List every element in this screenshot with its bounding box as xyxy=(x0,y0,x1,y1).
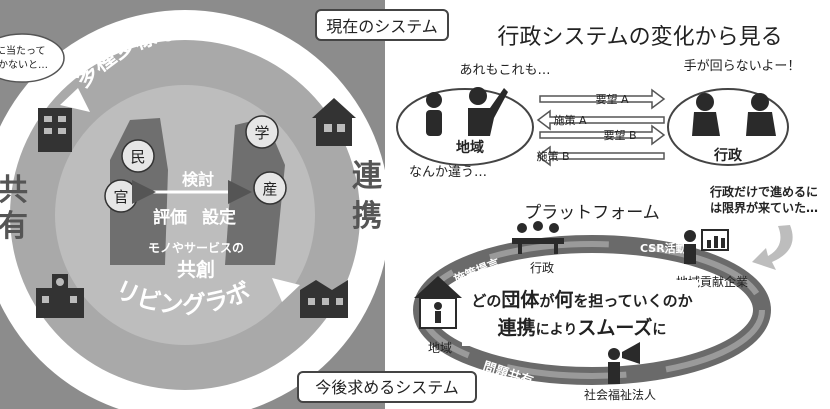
welfare-label: 社会福祉法人 xyxy=(584,387,656,402)
center-kyoso: 共創 xyxy=(177,258,215,281)
presenter-icon xyxy=(684,229,729,264)
center-line-2: 連携によりスムーズに xyxy=(498,316,667,339)
limit-note-1: 行政だけで進めるに xyxy=(709,184,818,199)
flow-arrows xyxy=(536,88,666,167)
factory-icon xyxy=(300,280,348,318)
side-label-renkei-1: 連 xyxy=(352,159,383,194)
future-system-panel: プラットフォーム 行政 CSR活動 施策提言 地域貢献企業 どの団体が何を担って… xyxy=(297,203,771,403)
quote-left: あれもこれも… xyxy=(459,63,550,78)
center-kento: 検討 xyxy=(182,170,214,189)
living-lab-panel: 多種多様な機関に付加 リビングラボ 連 携 共 有 に当たって かないと… xyxy=(0,0,390,409)
role-kan: 官 xyxy=(113,188,128,206)
platform-region-label: 地域 xyxy=(428,341,452,355)
house-icon xyxy=(312,98,356,146)
future-system-label: 今後求めるシステム xyxy=(315,378,459,397)
center-settei: 設定 xyxy=(202,207,236,228)
residents-icon xyxy=(426,87,508,136)
center-hyoka: 評価 xyxy=(153,207,187,228)
quote-right: 手が回らないよー！ xyxy=(684,59,801,74)
megaphone-icon xyxy=(608,342,640,384)
current-system-label-box xyxy=(315,9,449,41)
role-gaku: 学 xyxy=(254,124,269,142)
bubble-line-1: に当たって xyxy=(0,44,46,57)
side-label-renkei-2: 携 xyxy=(352,199,382,234)
meeting-icon xyxy=(512,221,564,254)
role-san: 産 xyxy=(262,180,277,198)
bubble-line-2: かないと… xyxy=(0,59,48,71)
building-icon xyxy=(38,108,72,152)
arrow-label-policy-b: 施策 B xyxy=(536,149,569,163)
platform-center-card xyxy=(462,280,698,346)
overwhelmed-admin-icon xyxy=(692,93,776,136)
arrow-label-request-a: 要望 A xyxy=(595,93,628,106)
side-label-kyoyu-2: 有 xyxy=(0,209,28,244)
platform-label: プラットフォーム xyxy=(524,203,660,223)
ring-arrow-right xyxy=(272,278,300,302)
future-system-label-box xyxy=(297,371,477,403)
center-mono: モノやサービスの xyxy=(148,240,244,255)
platform-admin-label: 行政 xyxy=(530,261,554,275)
ring-arrow-left xyxy=(60,88,90,112)
main-heading: 行政システムの変化から見る xyxy=(497,25,782,50)
csr-label: CSR活動 xyxy=(640,241,687,255)
role-min: 民 xyxy=(130,148,145,166)
community-house-icon xyxy=(414,276,462,329)
limit-note-2: は限界が来ていた… xyxy=(710,200,818,215)
transition-arrow xyxy=(752,225,793,270)
region-node-label: 地域 xyxy=(456,139,484,156)
arrow-label-request-b: 要望 B xyxy=(603,129,636,142)
region-sub-text: なんか違う… xyxy=(409,165,487,180)
current-system-label: 現在のシステム xyxy=(326,17,438,36)
side-label-kyoyu-1: 共 xyxy=(0,173,28,208)
center-line-1: どの団体が何を担っていくのか xyxy=(471,288,692,311)
speech-bubble xyxy=(0,33,65,83)
school-icon xyxy=(36,274,84,318)
admin-node-label: 行政 xyxy=(713,147,743,164)
arrow-label-policy-a: 施策 A xyxy=(553,113,586,127)
